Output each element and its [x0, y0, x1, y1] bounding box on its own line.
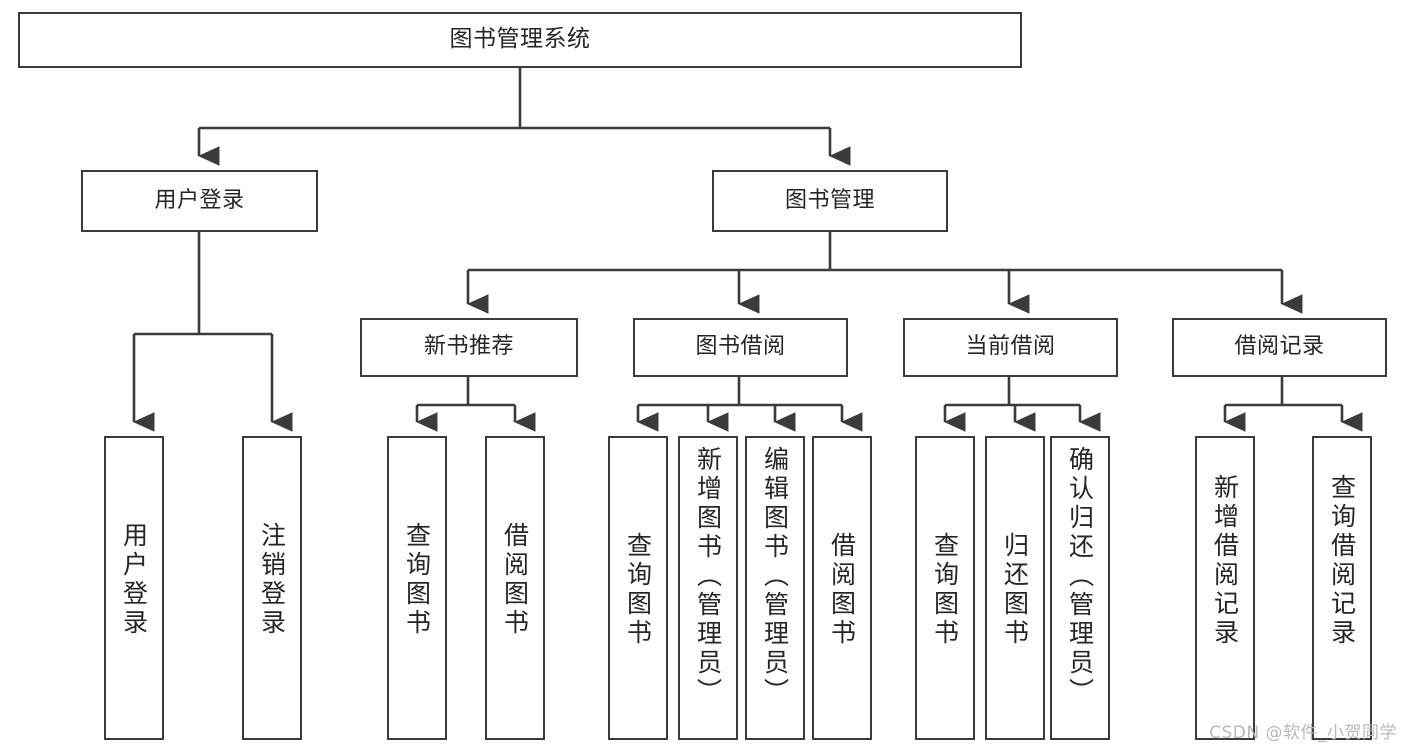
- leaf-borrow-edit-book[interactable]: 编辑图书（管理员）: [745, 436, 805, 740]
- leaf-record-query-record-label: 查询借阅记录: [1327, 474, 1357, 648]
- node-book-management-label: 图书管理: [784, 187, 875, 213]
- leaf-user-login-login[interactable]: 用户登录: [104, 436, 164, 740]
- watermark: CSDN @软件_小贺同学: [1209, 723, 1397, 743]
- leaf-borrow-query-book-label: 查询图书: [623, 532, 653, 648]
- leaf-borrow-query-book[interactable]: 查询图书: [608, 436, 668, 740]
- node-user-login-label: 用户登录: [154, 187, 245, 213]
- leaf-record-add-record[interactable]: 新增借阅记录: [1195, 436, 1255, 740]
- node-current-borrow[interactable]: 当前借阅: [903, 318, 1118, 377]
- leaf-borrow-edit-book-label: 编辑图书（管理员）: [760, 446, 790, 707]
- leaf-current-confirm-return-label: 确认归还（管理员）: [1065, 446, 1095, 707]
- node-new-book-recommend[interactable]: 新书推荐: [360, 318, 578, 377]
- node-current-borrow-label: 当前借阅: [965, 334, 1056, 360]
- leaf-recommend-borrow-book-label: 借阅图书: [500, 522, 530, 638]
- leaf-record-add-record-label: 新增借阅记录: [1210, 474, 1240, 648]
- leaf-current-return-book-label: 归还图书: [1000, 532, 1030, 648]
- leaf-current-return-book[interactable]: 归还图书: [985, 436, 1045, 740]
- node-root[interactable]: 图书管理系统: [18, 12, 1022, 68]
- node-borrow-record-label: 借阅记录: [1234, 334, 1325, 360]
- leaf-current-query-book-label: 查询图书: [930, 532, 960, 648]
- leaf-recommend-borrow-book[interactable]: 借阅图书: [485, 436, 545, 740]
- node-new-book-recommend-label: 新书推荐: [423, 334, 514, 360]
- leaf-borrow-add-book-label: 新增图书（管理员）: [693, 446, 723, 707]
- node-book-borrow-label: 图书借阅: [695, 334, 786, 360]
- node-user-login[interactable]: 用户登录: [81, 170, 318, 232]
- node-book-borrow[interactable]: 图书借阅: [633, 318, 848, 377]
- node-root-label: 图书管理系统: [449, 26, 591, 53]
- leaf-user-login-login-label: 用户登录: [119, 522, 149, 638]
- leaf-user-login-logout[interactable]: 注销登录: [242, 436, 302, 740]
- leaf-recommend-query-book[interactable]: 查询图书: [387, 436, 447, 740]
- leaf-record-query-record[interactable]: 查询借阅记录: [1312, 436, 1372, 740]
- leaf-borrow-borrow-book[interactable]: 借阅图书: [812, 436, 872, 740]
- leaf-borrow-borrow-book-label: 借阅图书: [827, 532, 857, 648]
- node-borrow-record[interactable]: 借阅记录: [1172, 318, 1387, 377]
- leaf-current-confirm-return[interactable]: 确认归还（管理员）: [1050, 436, 1110, 740]
- leaf-borrow-add-book[interactable]: 新增图书（管理员）: [678, 436, 738, 740]
- leaf-user-login-logout-label: 注销登录: [257, 522, 287, 638]
- leaf-recommend-query-book-label: 查询图书: [402, 522, 432, 638]
- leaf-current-query-book[interactable]: 查询图书: [915, 436, 975, 740]
- node-book-management[interactable]: 图书管理: [712, 170, 948, 232]
